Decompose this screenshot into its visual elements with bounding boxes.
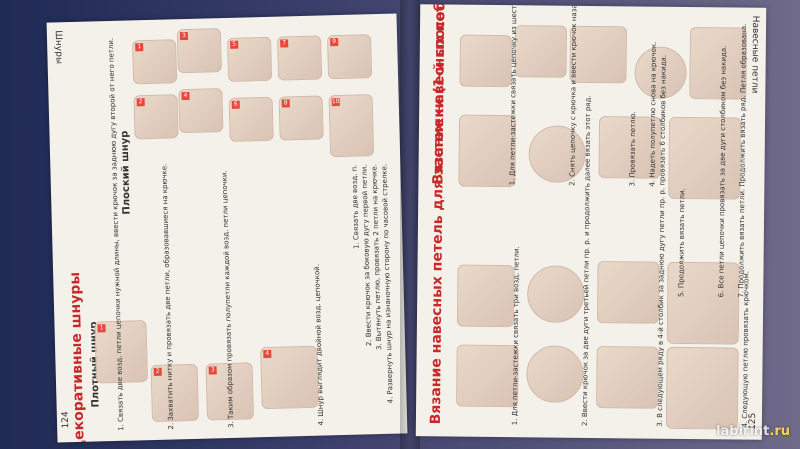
step-photo [514,25,568,78]
step-photo [596,346,659,409]
section-title-left-lower: Вязание навесных петель для застежки (1-… [427,4,449,425]
step-photo [526,345,584,403]
step-photo [668,116,742,200]
left-page: Шнуры 124 Декоративные шнуры Плотный шну… [46,13,408,443]
step-photo: 1 [132,39,178,85]
step-photo: 4 [178,88,224,134]
watermark-logo: labirint.ru [716,424,790,439]
step-photo: 4 [260,345,319,410]
right-step-4: 4. Надеть полупетлю снова на крючок. [648,41,658,187]
lower-step-2: 2. Ввести крючок за две дуги третьей пет… [580,95,593,426]
flat-step-4: 4. Развернуть шнур на изнаночную сторону… [380,163,395,404]
step-photo [569,25,628,84]
step-photo [596,261,660,324]
step-photo: 5 [227,36,273,82]
step-photo [689,27,748,100]
book-gutter [400,0,420,449]
lower-step-1: 1. Для петли-застежки связать три возд. … [510,246,521,426]
right-step-3: 3. Провязать петлю. [628,111,638,187]
page-number-left: 124 [60,410,72,429]
step-photo [458,114,517,188]
step-photo: 7 [277,35,323,81]
dense-step-4: 4. Шнур выглядит двойной возд. цепочкой. [312,263,326,426]
step-photo: 8 [278,95,324,141]
lower-step-3: 3. В следующем ряду в 4-й столбик за зад… [655,54,668,427]
section-title: Декоративные шнуры [67,271,88,443]
right-step-5: 5. Продолжить вязать петли. [677,188,687,297]
watermark-tld: .ru [769,424,790,439]
step-photo: 9 [326,34,373,80]
watermark-main: labirint [716,424,770,439]
step-photo [456,344,519,408]
step-photo [456,264,515,328]
running-head-left: Шнуры [52,30,64,65]
step-photo: 6 [228,96,274,142]
right-step-1: 1. Для петли-застежки связать цепочку из… [508,4,519,186]
step-photo: 3 [176,28,222,74]
step-photo [665,346,739,430]
step-photo [459,34,512,88]
step-photo [526,265,585,323]
right-step-2: 2. Снять цепочку с крючка и ввести крючо… [568,4,580,186]
running-head-right: Навесные петли [749,15,761,94]
right-step-6: 6. Все петли цепочки провязать за две ду… [717,46,728,298]
dense-step-3: 3. Таким образом провязать полупетли каж… [220,170,236,429]
right-page: Навесные петли Вязание навесных петель д… [415,4,767,440]
step-photo: 10 [328,94,375,158]
dense-step-2: 2. Захватить нитку и провязать две петли… [160,163,176,430]
subtitle-flat: Плоский шнур [119,130,133,215]
step-photo: 2 [133,94,179,140]
